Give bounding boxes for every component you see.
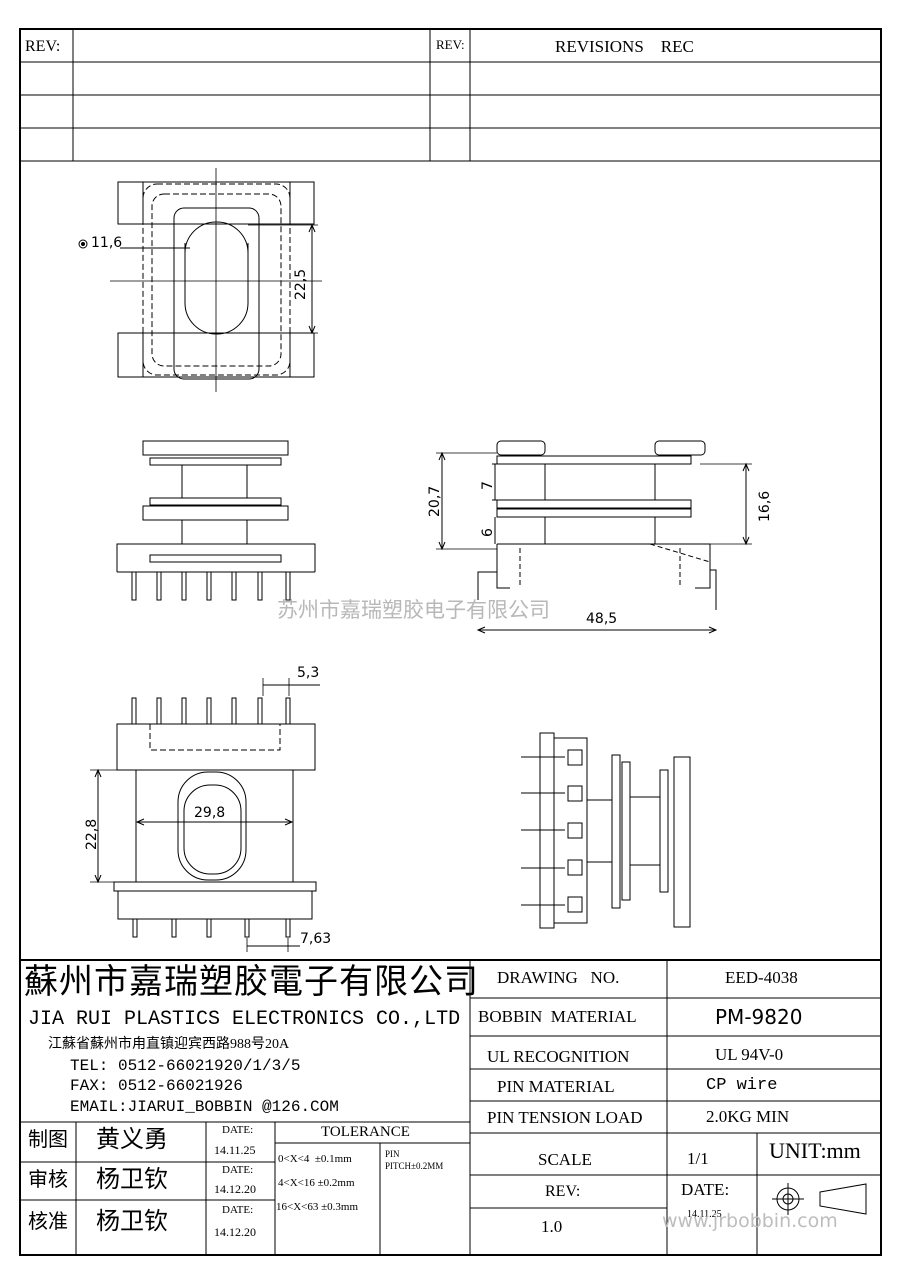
rev-value-bottom: 1.0 xyxy=(541,1217,563,1236)
signoff-name-approve: 杨卫钦 xyxy=(96,1209,168,1235)
tolerance-row-2: 4<X<16 ±0.2mm xyxy=(278,1177,355,1189)
company-fax: FAX: 0512-66021926 xyxy=(70,1077,243,1095)
signoff-date-label-approve: DATE: xyxy=(222,1204,254,1216)
website-watermark: www.jrbobbin.com xyxy=(662,1210,838,1232)
rev-label-left: REV: xyxy=(25,38,61,55)
tolerance-row-1: 0<X<4 ±0.1mm xyxy=(278,1153,352,1165)
spec-value-bobbin-material: PM-9820 xyxy=(715,1005,803,1029)
revisions-header: REVISIONS REC xyxy=(555,37,694,56)
date-value-bottom: 14.11.25 xyxy=(687,1209,722,1220)
spec-label-drawing-no: DRAWING NO. xyxy=(497,968,620,987)
spec-value-drawing-no: EED-4038 xyxy=(725,968,798,987)
rev-label-bottom: REV: xyxy=(545,1183,581,1200)
tolerance-pin-label: PIN xyxy=(385,1149,400,1159)
date-label-bottom: DATE: xyxy=(681,1180,730,1199)
scale-value: 1/1 xyxy=(687,1149,709,1168)
signoff-name-check: 杨卫钦 xyxy=(96,1167,168,1193)
signoff-date-label-draw: DATE: xyxy=(222,1124,254,1136)
dim-6: 6 xyxy=(480,528,496,537)
signoff-date-approve: 14.12.20 xyxy=(214,1225,256,1239)
scale-label: SCALE xyxy=(538,1150,592,1169)
signoff-date-label-check: DATE: xyxy=(222,1164,254,1176)
dim-29-8: 29,8 xyxy=(194,805,226,821)
diameter-icon xyxy=(81,242,85,246)
dim-7: 7 xyxy=(480,481,496,490)
dim-5-3: 5,3 xyxy=(297,665,320,681)
company-name-cn: 蘇州市嘉瑞塑胶電子有限公司 xyxy=(24,964,479,1001)
spec-label-ul: UL RECOGNITION xyxy=(487,1047,630,1066)
company-tel: TEL: 0512-66021920/1/3/5 xyxy=(70,1057,301,1075)
watermark: 苏州市嘉瑞塑胶电子有限公司 xyxy=(277,598,550,622)
dim-22-5: 22,5 xyxy=(293,268,309,300)
company-email: EMAIL:JIARUI_BOBBIN @126.COM xyxy=(70,1098,339,1116)
signoff-role-draw: 制图 xyxy=(28,1129,68,1151)
signoff-role-check: 审核 xyxy=(28,1169,68,1191)
company-name-en: JIA RUI PLASTICS ELECTRONICS CO.,LTD xyxy=(28,1008,461,1031)
signoff-date-check: 14.12.20 xyxy=(214,1182,256,1196)
spec-label-bobbin-material: BOBBIN MATERIAL xyxy=(478,1007,637,1026)
tolerance-row-3: 16<X<63 ±0.3mm xyxy=(276,1201,359,1213)
dim-16-6: 16,6 xyxy=(757,490,773,522)
tolerance-title: TOLERANCE xyxy=(321,1124,410,1140)
spec-label-pin-tension: PIN TENSION LOAD xyxy=(487,1108,643,1127)
dim-22-8: 22,8 xyxy=(84,818,100,850)
unit-label: UNIT:mm xyxy=(769,1138,861,1163)
dim-48-5: 48,5 xyxy=(586,611,618,627)
signoff-date-draw: 14.11.25 xyxy=(214,1143,256,1157)
company-address: 江蘇省蘇州市甪直镇迎宾西路988号20A xyxy=(48,1037,290,1052)
signoff-name-draw: 黄义勇 xyxy=(96,1127,168,1153)
dim-20-7: 20,7 xyxy=(427,485,443,517)
rev-label-right: REV: xyxy=(436,37,465,52)
dim-7-63: 7,63 xyxy=(300,931,332,947)
spec-value-pin-tension: 2.0KG MIN xyxy=(706,1107,790,1126)
dim-11-6: 11,6 xyxy=(91,235,123,251)
signoff-role-approve: 核准 xyxy=(28,1211,68,1233)
tolerance-pin-pitch: PITCH±0.2MM xyxy=(385,1161,444,1171)
spec-value-pin-material: CP wire xyxy=(706,1076,778,1095)
spec-label-pin-material: PIN MATERIAL xyxy=(497,1077,615,1096)
spec-value-ul: UL 94V-0 xyxy=(715,1045,784,1064)
